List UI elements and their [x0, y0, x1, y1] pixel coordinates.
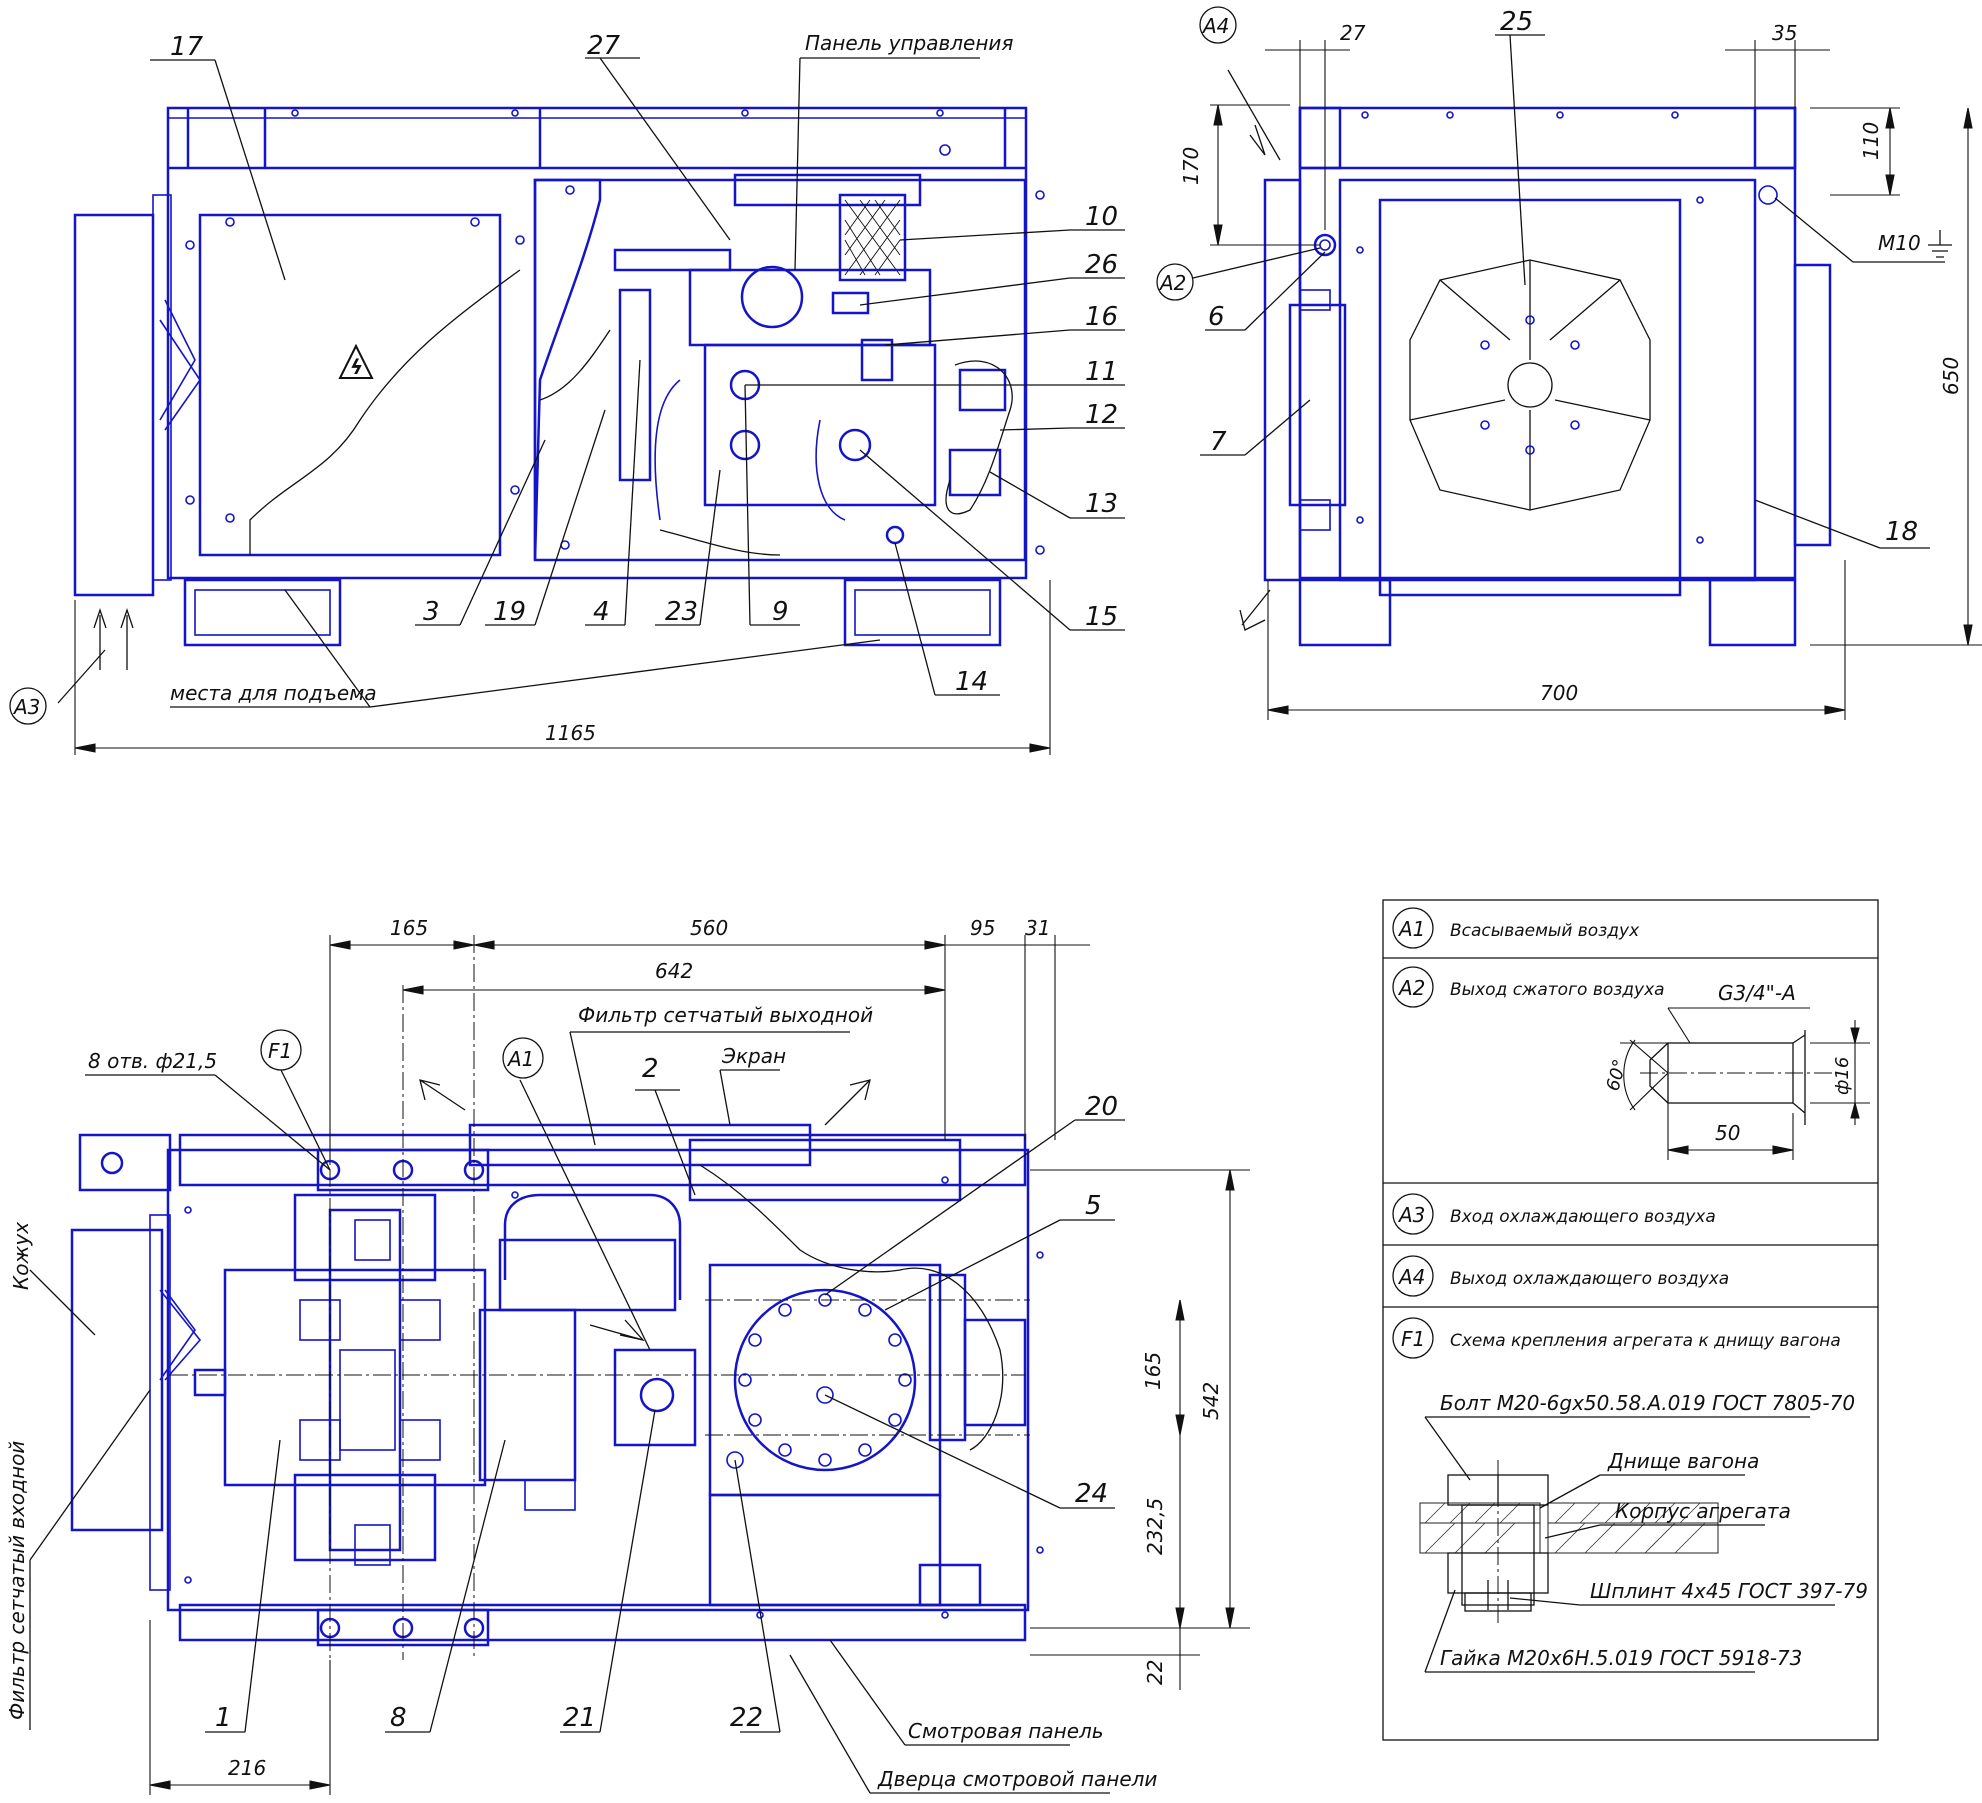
plan-view: 165 560 95 31 642 Фильтр сетчатый выходн…	[5, 916, 1250, 1795]
label-25: 25	[1500, 7, 1533, 37]
label-panel: Панель управления	[805, 31, 1013, 55]
label-holes: 8 отв. ф21,5	[88, 1049, 217, 1073]
dim-165v: 165	[1141, 1352, 1165, 1390]
label-a3: А3	[12, 695, 40, 719]
label-filter-in: Фильтр сетчатый входной	[5, 1441, 29, 1720]
label-screen: Экран	[721, 1044, 786, 1068]
legend-a3-text: Вход охлаждающего воздуха	[1450, 1207, 1716, 1227]
legend-a1-code: А1	[1397, 917, 1425, 941]
label-7: 7	[1210, 427, 1227, 457]
legend-a2-angle: 60°	[1603, 1057, 1632, 1093]
legend-a1-text: Всасываемый воздух	[1450, 921, 1640, 941]
legend-f1-floor: Днище вагона	[1607, 1449, 1759, 1473]
legend-a4-code: А4	[1397, 1265, 1425, 1289]
dim-22: 22	[1143, 1660, 1167, 1685]
label-filter-out: Фильтр сетчатый выходной	[578, 1003, 873, 1027]
label-6: 6	[1208, 302, 1225, 332]
label-24: 24	[1075, 1479, 1108, 1509]
legend-f1-nut: Гайка М20х6Н.5.019 ГОСТ 5918-73	[1440, 1646, 1802, 1670]
dim-31: 31	[1025, 916, 1050, 940]
label-13: 13	[1085, 489, 1118, 519]
label-27: 27	[587, 31, 621, 61]
legend-a4-text: Выход охлаждающего воздуха	[1450, 1269, 1729, 1289]
label-22: 22	[730, 1703, 763, 1733]
label-4: 4	[593, 597, 610, 627]
label-a2: А2	[1158, 271, 1186, 295]
legend-f1-text: Схема крепления агрегата к днищу вагона	[1450, 1331, 1841, 1351]
dim-35: 35	[1772, 21, 1797, 45]
dim-642: 642	[655, 959, 693, 983]
legend-f1-body: Корпус агрегата	[1615, 1499, 1791, 1523]
label-14: 14	[955, 667, 988, 697]
label-18: 18	[1885, 517, 1918, 547]
dim-27: 27	[1340, 21, 1366, 45]
dim-542: 542	[1199, 1382, 1223, 1420]
dim-700: 700	[1540, 681, 1578, 705]
legend-a2-len: 50	[1715, 1121, 1740, 1145]
label-a1: А1	[506, 1047, 534, 1071]
label-9: 9	[772, 597, 789, 627]
dim-1165: 1165	[545, 721, 596, 745]
label-20: 20	[1085, 1092, 1118, 1122]
label-3: 3	[423, 597, 440, 627]
svg-text:ϟ: ϟ	[350, 355, 363, 379]
label-16: 16	[1085, 302, 1118, 332]
label-inspect-door: Дверца смотровой панели	[877, 1767, 1157, 1791]
label-21: 21	[563, 1703, 596, 1733]
legend-f1-bolt: Болт М20-6gх50.58.А.019 ГОСТ 7805-70	[1440, 1391, 1855, 1415]
legend-a2-dia: ф16	[1832, 1057, 1853, 1095]
label-8: 8	[390, 1703, 407, 1733]
label-10: 10	[1085, 202, 1118, 232]
label-m10: М10	[1878, 231, 1921, 255]
label-19: 19	[493, 597, 526, 627]
dim-232-5: 232,5	[1143, 1498, 1167, 1555]
label-inspect-panel: Смотровая панель	[908, 1719, 1104, 1743]
dim-560: 560	[690, 916, 728, 940]
label-1: 1	[215, 1703, 232, 1733]
legend-f1-code: F1	[1401, 1327, 1425, 1351]
legend-a2-text: Выход сжатого воздуха	[1450, 980, 1665, 1000]
label-12: 12	[1085, 400, 1118, 430]
dim-165: 165	[390, 916, 428, 940]
label-2: 2	[642, 1054, 659, 1084]
label-f1: F1	[268, 1039, 292, 1063]
label-casing: Кожух	[9, 1222, 33, 1290]
label-23: 23	[665, 597, 698, 627]
label-26: 26	[1085, 250, 1118, 280]
legend-f1-pin: Шплинт 4х45 ГОСТ 397-79	[1590, 1579, 1868, 1603]
label-5: 5	[1085, 1191, 1102, 1221]
legend-a2-code: А2	[1397, 976, 1425, 1000]
dim-216: 216	[228, 1756, 266, 1780]
dim-95: 95	[970, 916, 995, 940]
legend-a2-thread: G3/4"-A	[1718, 981, 1796, 1005]
dim-170: 170	[1179, 147, 1203, 185]
side-view: А4 27 25 35 170 110 650 М10 А2 6 7 18 70…	[1156, 6, 1982, 720]
label-a4: А4	[1201, 14, 1229, 38]
front-view: ϟ	[9, 31, 1125, 755]
dim-110: 110	[1859, 122, 1883, 160]
label-lift: места для подъема	[170, 681, 377, 705]
label-17: 17	[170, 32, 204, 62]
label-11: 11	[1085, 357, 1118, 387]
label-15: 15	[1085, 602, 1118, 632]
legend-a3-code: А3	[1397, 1203, 1425, 1227]
legend-table: А1 Всасываемый воздух А2 Выход сжатого в…	[1382, 899, 1879, 1741]
dim-650: 650	[1939, 357, 1963, 395]
